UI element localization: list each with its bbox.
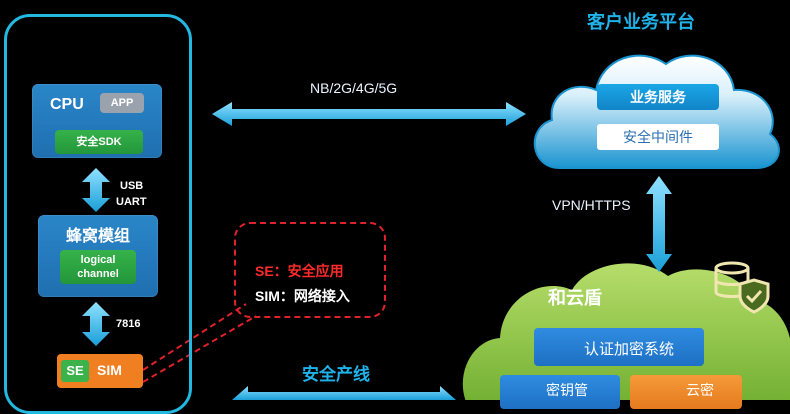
uart-label: UART <box>116 196 147 208</box>
top-double-arrow <box>212 102 526 126</box>
logical-channel-line1: logical <box>80 254 116 266</box>
auth-encryption-label: 认证加密系统 <box>584 341 675 358</box>
customer-cloud <box>533 54 780 169</box>
auth-encryption-box <box>534 328 704 366</box>
iso7816-label: 7816 <box>116 318 141 330</box>
callout-sim-line: SIM：网络接入 <box>255 288 350 304</box>
customer-platform-title: 客户业务平台 <box>587 12 695 32</box>
logical-channel-chip: logical channel <box>60 250 136 284</box>
network-type-label: NB/2G/4G/5G <box>310 80 398 96</box>
safe-line-arrow <box>232 386 456 400</box>
se-tag: SE <box>61 360 89 382</box>
cpu-label: CPU <box>50 96 84 113</box>
cpu-module-arrow <box>82 168 110 212</box>
vpn-double-arrow <box>646 176 672 272</box>
business-service-box: 业务服务 <box>597 84 719 110</box>
vpn-https-label: VPN/HTTPS <box>552 197 631 213</box>
security-middleware-box: 安全中间件 <box>597 124 719 150</box>
sim-label: SIM <box>97 362 122 378</box>
cloud-crypto-label: 云密 <box>686 382 714 398</box>
usb-label: USB <box>120 180 144 192</box>
cellular-module-title: 蜂窝模组 <box>65 228 130 245</box>
app-chip: APP <box>100 93 144 113</box>
security-sdk-chip: 安全SDK <box>55 130 143 154</box>
se-sim-callout <box>234 222 386 318</box>
heyundun-title: 和云盾 <box>548 288 602 308</box>
secure-production-line-label: 安全产线 <box>302 365 370 384</box>
logical-channel-line2: channel <box>77 268 119 280</box>
callout-se-line: SE：安全应用 <box>255 263 344 279</box>
callout-connector <box>142 303 257 383</box>
module-sim-arrow <box>82 302 110 346</box>
key-management-label: 密钥管 <box>546 382 588 398</box>
database-shield-icon <box>714 261 770 314</box>
